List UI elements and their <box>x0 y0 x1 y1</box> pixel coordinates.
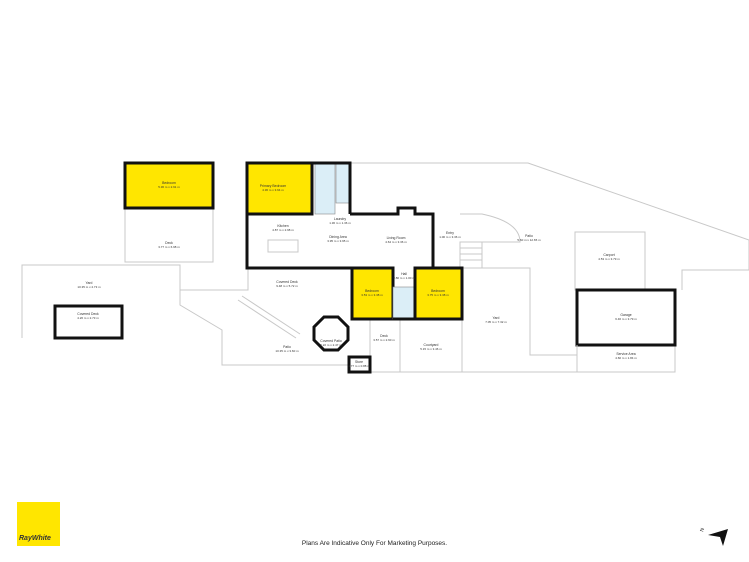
dims-bedroom-2: 3.53 m x 3.38 m <box>361 293 383 297</box>
dims-courtyard: 5.15 m x 3.46 m <box>420 347 442 351</box>
label-yard-2: Yard <box>86 281 93 285</box>
living-wall-west <box>245 214 352 270</box>
label-hall: Hall <box>401 272 407 276</box>
label-covered-deck-1: Covered Deck <box>77 312 99 316</box>
label-covered-patio: Covered Patio <box>320 339 342 343</box>
wc <box>335 162 351 204</box>
dims-dining: 3.95 m x 3.95 m <box>327 239 349 243</box>
dims-patio-2: 10.35 m x 3.60 m <box>275 349 299 353</box>
dims-covered-patio: 2.22 m x 2.47 m <box>320 343 342 347</box>
label-bedroom-3: Bedroom <box>431 289 445 293</box>
dims-primary-bedroom: 4.36 m x 3.64 m <box>262 188 284 192</box>
label-covered-deck-2: Covered Deck <box>276 280 298 284</box>
dims-hall: 3.80 m x 1.00 m <box>393 276 415 280</box>
stairs <box>459 241 483 269</box>
dims-laundry: 1.36 m x 1.36 m <box>329 221 351 225</box>
dims-living: 4.64 m x 3.36 m <box>385 240 407 244</box>
covered-patio-gazebo <box>312 315 350 352</box>
courtyard-outline <box>369 318 463 373</box>
primary-bedroom <box>245 161 314 216</box>
label-bedroom-1: Bedroom <box>162 181 176 185</box>
disclaimer: Plans Are Indicative Only For Marketing … <box>301 540 448 547</box>
store <box>347 355 372 374</box>
covered-deck-left <box>53 304 124 340</box>
label-entry: Entry <box>446 231 454 235</box>
label-garage: Garage <box>620 313 631 317</box>
label-living: Living Room <box>387 236 406 240</box>
dims-deck-2: 3.57 m x 2.60 m <box>373 338 395 342</box>
label-carport: Carport <box>603 253 614 257</box>
label-deck-2: Deck <box>380 334 388 338</box>
bathroom <box>392 286 416 320</box>
label-courtyard: Courtyard <box>424 343 439 347</box>
dims-bedroom-1: 5.36 m x 2.91 m <box>158 185 180 189</box>
deck-outline <box>124 208 214 263</box>
label-yard-1: Yard <box>493 316 500 320</box>
patio-right-outline <box>350 162 749 290</box>
bedroom-3 <box>413 266 464 321</box>
label-service: Service Area <box>616 352 635 356</box>
dims-covered-deck-2: 9.48 m x 5.72 m <box>276 284 298 288</box>
carport-outline <box>574 231 646 291</box>
dims-yard-2: 10.35 m x 4.73 m <box>77 285 101 289</box>
label-patio-2: Patio <box>283 345 291 349</box>
label-laundry: Laundry <box>334 217 347 221</box>
label-kitchen: Kitchen <box>277 224 288 228</box>
label-primary-bedroom: Primary Bedroom <box>260 184 287 188</box>
dims-entry: 1.00 m x 3.36 m <box>439 235 461 239</box>
bedroom-1 <box>123 161 215 210</box>
dims-patio-1: 5.60 m x 12.65 m <box>517 238 541 242</box>
ensuite <box>314 162 336 215</box>
label-dining: Dining Area <box>329 235 347 239</box>
yard-left-outline <box>21 264 249 338</box>
label-store: Store <box>355 360 363 364</box>
patio-curve <box>460 213 521 243</box>
kitchen-island <box>267 239 299 253</box>
yard-inner-outline <box>482 267 577 356</box>
dims-carport: 4.53 m x 3.79 m <box>598 257 620 261</box>
patio-lower-outline <box>179 290 350 366</box>
label-deck: Deck <box>165 241 173 245</box>
garage <box>575 288 677 347</box>
dims-service: 4.60 m x 1.84 m <box>615 356 637 360</box>
ramp <box>237 295 301 339</box>
dims-yard-1: 7.05 m x 7.32 m <box>485 320 507 324</box>
label-patio-1: Patio <box>525 234 533 238</box>
north-arrow-icon: N <box>699 527 728 546</box>
living-wall-north <box>350 206 462 270</box>
dims-bedroom-3: 3.75 m x 3.38 m <box>427 293 449 297</box>
wet-area-wall <box>312 161 352 214</box>
logo-text: RayWhite <box>19 535 51 542</box>
compass-label: N <box>699 527 706 533</box>
dims-covered-deck-1: 4.26 m x 2.73 m <box>77 316 99 320</box>
raywhite-logo: RayWhite <box>17 502 60 546</box>
label-bedroom-2: Bedroom <box>365 289 379 293</box>
dims-deck: 3.77 m x 6.98 m <box>158 245 180 249</box>
dims-garage: 6.46 m x 3.79 m <box>615 317 637 321</box>
dims-kitchen: 4.87 m x 2.98 m <box>272 228 294 232</box>
dims-store: 1.77 m x 0.88 m <box>348 364 370 368</box>
